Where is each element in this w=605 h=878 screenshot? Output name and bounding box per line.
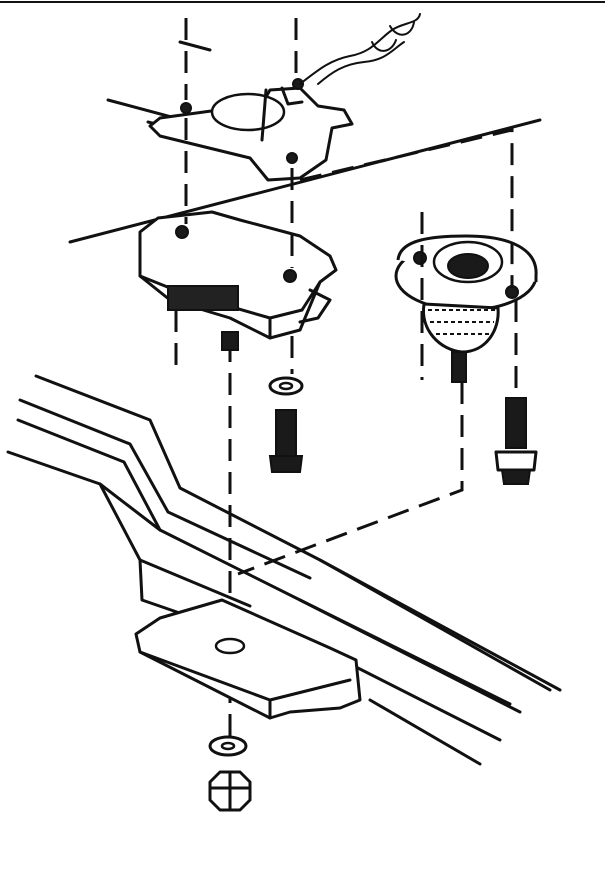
frame-rail — [6, 374, 562, 766]
cable — [299, 13, 421, 85]
bolt-left — [268, 376, 304, 473]
heat-shield-bracket — [148, 78, 354, 182]
nut — [208, 735, 252, 812]
frame-bracket — [134, 598, 362, 720]
transmission-mount — [394, 234, 538, 383]
bolt-right — [494, 397, 538, 485]
mount-bracket — [138, 210, 338, 340]
stud — [221, 331, 239, 351]
